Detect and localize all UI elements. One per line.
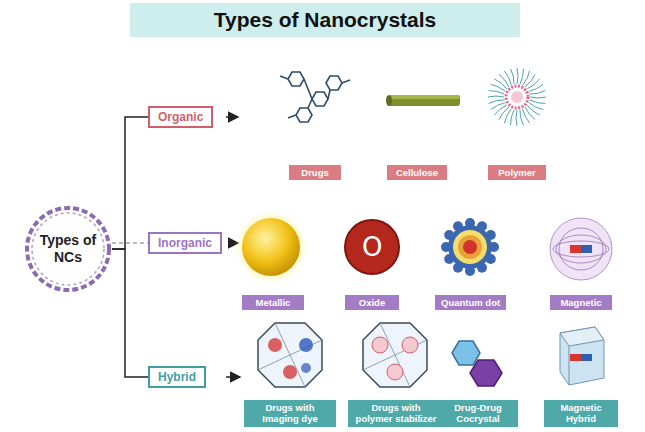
polymer-strand bbox=[520, 110, 524, 126]
node-text: Drugs with Imaging dye bbox=[250, 402, 330, 425]
polymer-strand bbox=[516, 110, 517, 126]
polymer-strand bbox=[530, 91, 546, 95]
type-label-band: Drugs bbox=[289, 165, 341, 180]
node-text: Magnetic Hybrid bbox=[550, 402, 612, 425]
quantum-dot-icon bbox=[441, 218, 499, 276]
node-text: Cellulose bbox=[396, 167, 438, 178]
drug-molecule-icon bbox=[280, 72, 350, 122]
category-box: Inorganic bbox=[148, 232, 222, 254]
node-text: Types of NCs bbox=[34, 232, 102, 266]
type-label-band: Magnetic bbox=[550, 295, 612, 310]
polymer-strand bbox=[527, 79, 540, 89]
branch-connector bbox=[112, 117, 148, 249]
type-label-band: Drug-Drug Cocrystal bbox=[438, 400, 518, 427]
polymer-strand bbox=[504, 71, 511, 85]
oxide-symbol: O bbox=[362, 232, 382, 262]
category-box: Organic bbox=[148, 106, 213, 128]
polymer-strand bbox=[517, 68, 518, 84]
node-text: Quantum dot bbox=[441, 297, 500, 308]
polymer-strand bbox=[489, 100, 505, 104]
magnetic-field-icon bbox=[550, 218, 612, 280]
type-label-band: Polymer bbox=[488, 165, 546, 180]
polymer-strand bbox=[520, 69, 524, 85]
cocrystal-hexagons-icon bbox=[452, 341, 502, 386]
hybrid-imaging-dye-icon bbox=[258, 323, 322, 387]
polymer-strand bbox=[499, 74, 509, 87]
polymer-strand bbox=[488, 96, 504, 97]
type-label-band: Oxide bbox=[345, 295, 399, 310]
node-text: Oxide bbox=[359, 297, 385, 308]
hybrid-polymer-stabilizer-icon bbox=[363, 323, 427, 387]
polymer-strand bbox=[523, 109, 530, 123]
polymer-strand bbox=[530, 100, 546, 104]
node-text: Drugs bbox=[301, 167, 328, 178]
root-circle: Types of NCs bbox=[24, 205, 112, 293]
metallic-sphere-icon bbox=[235, 211, 307, 283]
type-label-band: Drugs with polymer stabilizer bbox=[348, 400, 444, 427]
polymer-strand bbox=[530, 97, 546, 98]
branch-connector bbox=[112, 242, 148, 243]
polymer-strand bbox=[525, 107, 535, 120]
polymer-strand bbox=[511, 110, 515, 126]
polymer-strand bbox=[489, 91, 505, 95]
node-text: Polymer bbox=[498, 167, 536, 178]
type-label-band: Quantum dot bbox=[435, 295, 506, 310]
title-band: Types of Nanocrystals bbox=[130, 3, 520, 37]
type-label-band: Cellulose bbox=[387, 165, 447, 180]
node-text: Hybrid bbox=[158, 370, 196, 384]
cellulose-rod-icon bbox=[386, 95, 460, 106]
node-text: Drugs with polymer stabilizer bbox=[354, 402, 438, 425]
branch-connector bbox=[112, 249, 148, 377]
category-box: Hybrid bbox=[148, 366, 206, 388]
magnetic-hybrid-cube-icon bbox=[560, 327, 604, 385]
node-text: Metallic bbox=[256, 297, 291, 308]
node-text: Inorganic bbox=[158, 236, 212, 250]
polymer-strand bbox=[494, 105, 507, 115]
node-text: Drug-Drug Cocrystal bbox=[444, 402, 512, 425]
type-label-band: Metallic bbox=[242, 295, 304, 310]
oxide-sphere-icon bbox=[345, 220, 399, 274]
node-text: Magnetic bbox=[560, 297, 601, 308]
polymer-strand bbox=[529, 84, 543, 91]
polymer-strand bbox=[491, 103, 505, 110]
node-text: Organic bbox=[158, 110, 203, 124]
title: Types of Nanocrystals bbox=[214, 8, 437, 32]
polymer-micelle-icon bbox=[488, 68, 546, 126]
type-label-band: Drugs with Imaging dye bbox=[244, 400, 336, 427]
type-label-band: Magnetic Hybrid bbox=[544, 400, 618, 427]
polymer-strand bbox=[511, 69, 515, 85]
